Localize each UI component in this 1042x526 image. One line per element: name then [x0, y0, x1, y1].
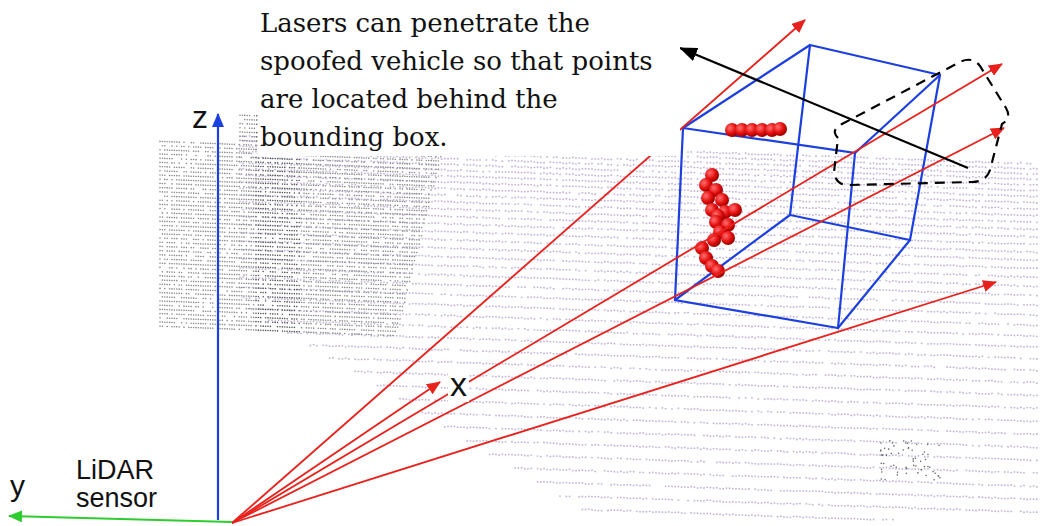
stage: Lasers can penetrate the spoofed vehicle…: [0, 0, 1042, 526]
